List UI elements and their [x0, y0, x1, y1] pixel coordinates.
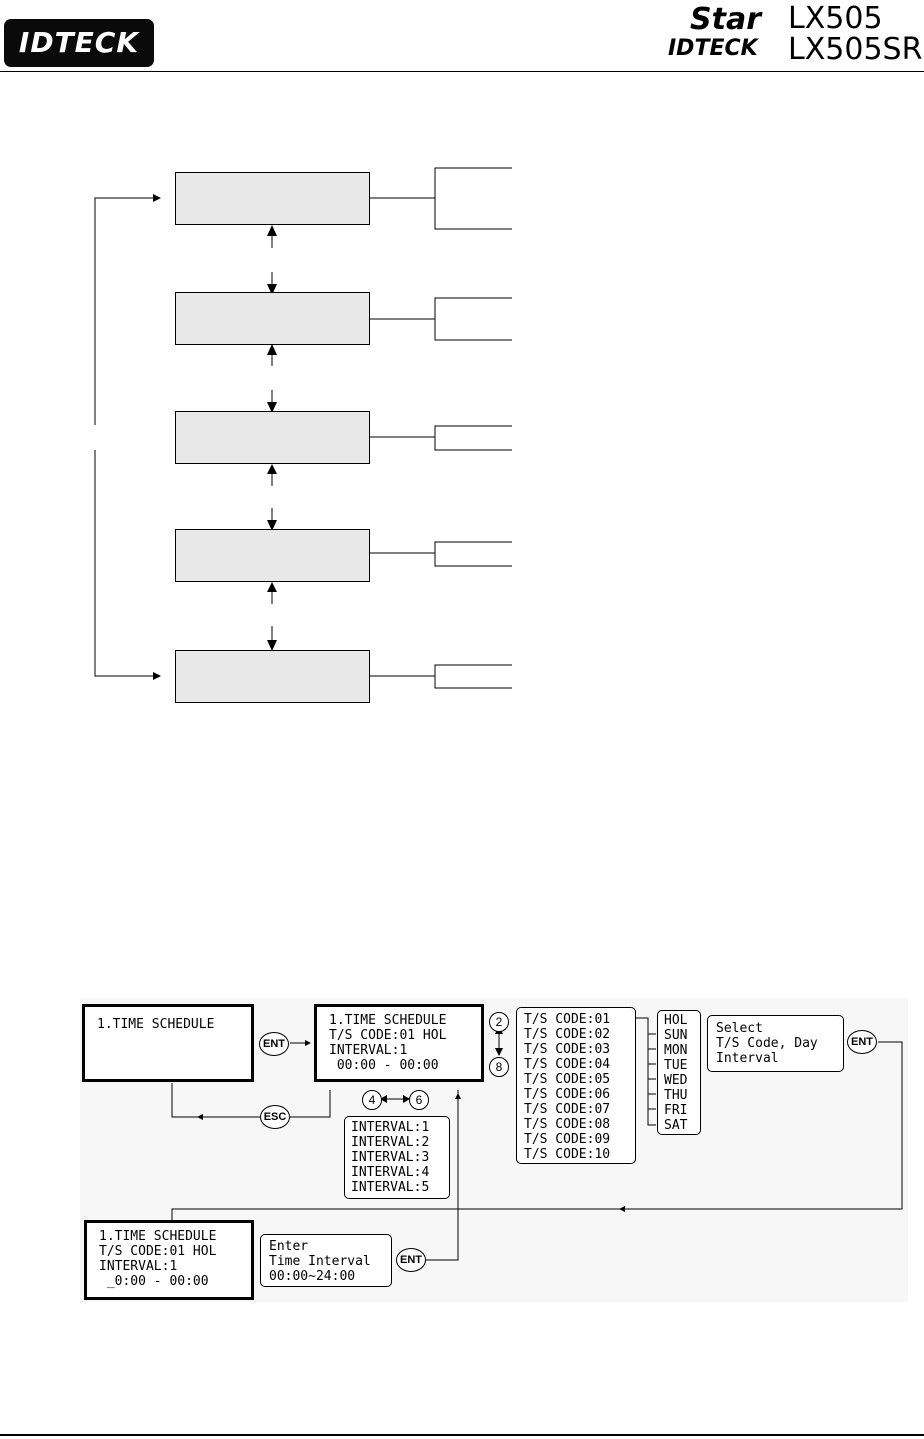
lcd-line: 00:00 - 00:00: [329, 1058, 439, 1073]
ts-code-item: T/S CODE:06: [524, 1087, 611, 1102]
ent-key: ENT: [259, 1032, 289, 1056]
day-item: FRI: [664, 1103, 688, 1118]
ent-key: ENT: [396, 1248, 426, 1272]
lcd-line: INTERVAL:1: [329, 1043, 408, 1058]
interval-list: INTERVAL:1 INTERVAL:2 INTERVAL:3 INTERVA…: [344, 1116, 450, 1199]
day-list: HOL SUN MON TUE WED THU FRI SAT: [657, 1010, 701, 1135]
key-2-icon: 2: [489, 1012, 509, 1032]
key-8-icon: 8: [489, 1057, 509, 1077]
menu-box: [175, 411, 370, 464]
ts-code-item: T/S CODE:07: [524, 1102, 611, 1117]
day-item: TUE: [664, 1058, 688, 1073]
day-item: THU: [664, 1088, 688, 1103]
lcd-line: T/S CODE:01 HOL: [329, 1028, 447, 1043]
note-line: 00:00~24:00: [269, 1269, 356, 1284]
day-item: SAT: [664, 1118, 688, 1133]
lcd-line: 1.TIME SCHEDULE: [329, 1013, 447, 1028]
model-lx505: LX505: [788, 1, 883, 36]
interval-item: INTERVAL:3: [351, 1150, 430, 1165]
menu-box: [175, 650, 370, 703]
key-4-icon: 4: [362, 1090, 382, 1110]
menu-box: [175, 292, 370, 345]
day-item: HOL: [664, 1013, 688, 1028]
ts-code-item: T/S CODE:05: [524, 1072, 611, 1087]
footer-rule: [0, 1434, 924, 1436]
interval-item: INTERVAL:5: [351, 1180, 430, 1195]
model-lx505sr: LX505SR: [788, 32, 923, 67]
select-note: Select T/S Code, Day Interval: [707, 1015, 844, 1072]
interval-item: INTERVAL:4: [351, 1165, 430, 1180]
menu-connectors: [94, 167, 512, 689]
lcd-screen-edit: 1.TIME SCHEDULE T/S CODE:01 HOL INTERVAL…: [314, 1004, 484, 1082]
ts-code-item: T/S CODE:08: [524, 1117, 611, 1132]
lcd-line: _0:00 - 00:00: [99, 1274, 209, 1289]
note-line: T/S Code, Day: [716, 1036, 818, 1051]
note-line: Select: [716, 1021, 763, 1036]
lcd-line: T/S CODE:01 HOL: [99, 1244, 217, 1259]
note-line: Time Interval: [269, 1254, 371, 1269]
ts-code-item: T/S CODE:10: [524, 1147, 611, 1162]
menu-box: [175, 172, 370, 225]
lcd-line: 1.TIME SCHEDULE: [99, 1229, 217, 1244]
flow-connectors: [171, 1017, 903, 1261]
lcd-line: INTERVAL:1: [99, 1259, 178, 1274]
ts-code-item: T/S CODE:09: [524, 1132, 611, 1147]
ts-code-item: T/S CODE:02: [524, 1027, 611, 1042]
ts-code-item: T/S CODE:03: [524, 1042, 611, 1057]
logo-text: IDTECK: [18, 26, 140, 59]
header-rule: [0, 71, 924, 72]
key-6-icon: 6: [409, 1090, 429, 1110]
interval-item: INTERVAL:1: [351, 1120, 430, 1135]
note-line: Enter: [269, 1239, 309, 1254]
ts-code-item: T/S CODE:01: [524, 1012, 611, 1027]
ts-code-list: T/S CODE:01 T/S CODE:02 T/S CODE:03 T/S …: [516, 1007, 636, 1164]
ts-code-item: T/S CODE:04: [524, 1057, 611, 1072]
ent-key: ENT: [847, 1030, 877, 1054]
day-item: SUN: [664, 1028, 688, 1043]
day-item: WED: [664, 1073, 688, 1088]
menu-box: [175, 529, 370, 582]
day-item: MON: [664, 1043, 688, 1058]
enter-note: Enter Time Interval 00:00~24:00: [260, 1234, 392, 1287]
esc-key: ESC: [260, 1105, 290, 1129]
lcd-screen-entry: 1.TIME SCHEDULE T/S CODE:01 HOL INTERVAL…: [84, 1220, 254, 1300]
interval-item: INTERVAL:2: [351, 1135, 430, 1150]
lcd-line: 1.TIME SCHEDULE: [97, 1017, 215, 1032]
note-line: Interval: [716, 1051, 779, 1066]
lcd-screen-main: 1.TIME SCHEDULE: [82, 1004, 254, 1082]
idteck-logo: IDTECK: [4, 19, 154, 67]
brand-idteck: IDTECK: [668, 36, 758, 61]
brand-star: Star: [690, 2, 761, 37]
